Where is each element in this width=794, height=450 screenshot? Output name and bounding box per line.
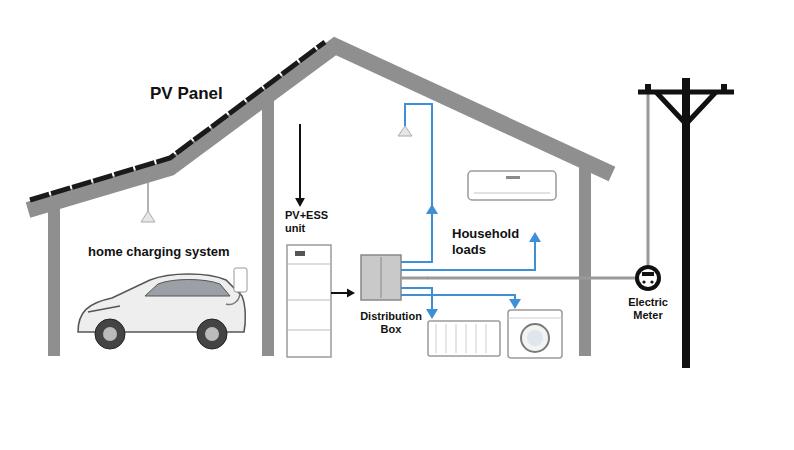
arrowhead: [529, 232, 541, 242]
charging-cable: [226, 292, 240, 305]
distribution-box: [361, 255, 401, 300]
arrowhead: [509, 299, 521, 309]
fin: [486, 324, 487, 353]
group-label: Household loads: [452, 226, 532, 258]
load-wire: [401, 288, 432, 310]
fin: [456, 324, 457, 353]
node-label: home charging system: [88, 244, 256, 260]
service-wire: [647, 92, 650, 265]
arrowhead: [295, 198, 305, 207]
ac-logo: [506, 176, 520, 179]
fin: [436, 324, 437, 353]
pole-brace: [656, 92, 716, 124]
wire-stub: [618, 277, 636, 280]
house-roof: [28, 46, 612, 210]
load-arrows: [426, 204, 541, 319]
ess-display: [295, 251, 305, 256]
node-label: PV+ESS unit: [285, 209, 337, 235]
meter-display: [642, 272, 654, 276]
meter-face: [639, 269, 657, 287]
wall-charger: [234, 268, 247, 292]
distribution-box: Distribution Box: [355, 252, 427, 338]
car-wheel: [95, 319, 125, 349]
carport-pillar: [48, 205, 60, 356]
house-wall: [579, 165, 591, 356]
pv-panel: PV Panel: [150, 84, 310, 124]
car-light: [88, 306, 120, 312]
ess-module-line: [287, 300, 331, 301]
ac-vent: [474, 193, 550, 194]
air-conditioner: [468, 171, 556, 200]
charging-system: home charging system: [88, 244, 256, 264]
fin: [476, 324, 477, 353]
meter-dot: [642, 280, 645, 283]
pv-panels: [30, 42, 325, 200]
node-label: Electric Meter: [618, 296, 678, 322]
node-label: PV Panel: [150, 84, 310, 104]
connector: [299, 124, 301, 199]
node-label: Distribution Box: [355, 310, 427, 336]
wire-stub: [331, 292, 338, 294]
radiator-fins: [436, 324, 486, 353]
ess-cabinet: [287, 245, 331, 357]
radiator: [428, 321, 500, 356]
arrowhead: [426, 204, 438, 214]
washer-panel: [508, 318, 562, 319]
washing-machine: [508, 310, 562, 358]
electric-meter: Electric Meter: [618, 262, 678, 334]
wire-stub: [401, 277, 428, 280]
car-wheel: [197, 319, 227, 349]
pole-crossarm: [638, 90, 734, 95]
insulator: [645, 84, 651, 90]
house-wall: [262, 100, 274, 356]
load-wire: [401, 295, 515, 300]
box-door: [381, 257, 382, 298]
connector: [427, 277, 618, 280]
load-wire: [401, 104, 432, 262]
car-rim: [205, 327, 219, 341]
meter-dot: [650, 280, 653, 283]
lamp: [141, 211, 155, 222]
arrowhead: [347, 289, 355, 298]
ess-module-line: [287, 264, 331, 265]
washer-door: [521, 324, 549, 352]
insulator: [721, 84, 727, 90]
connector: [337, 292, 348, 294]
ess-unit: PV+ESS unit: [285, 207, 337, 357]
meter-symbol: [635, 265, 661, 291]
car-window: [145, 280, 230, 297]
ess-module-line: [287, 330, 331, 331]
car-rim: [103, 327, 117, 341]
fin: [466, 324, 467, 353]
lamp: [398, 126, 412, 136]
fin: [446, 324, 447, 353]
arrowhead: [426, 309, 438, 319]
washer-glass: [527, 330, 543, 346]
lamp-cord: [147, 182, 149, 212]
